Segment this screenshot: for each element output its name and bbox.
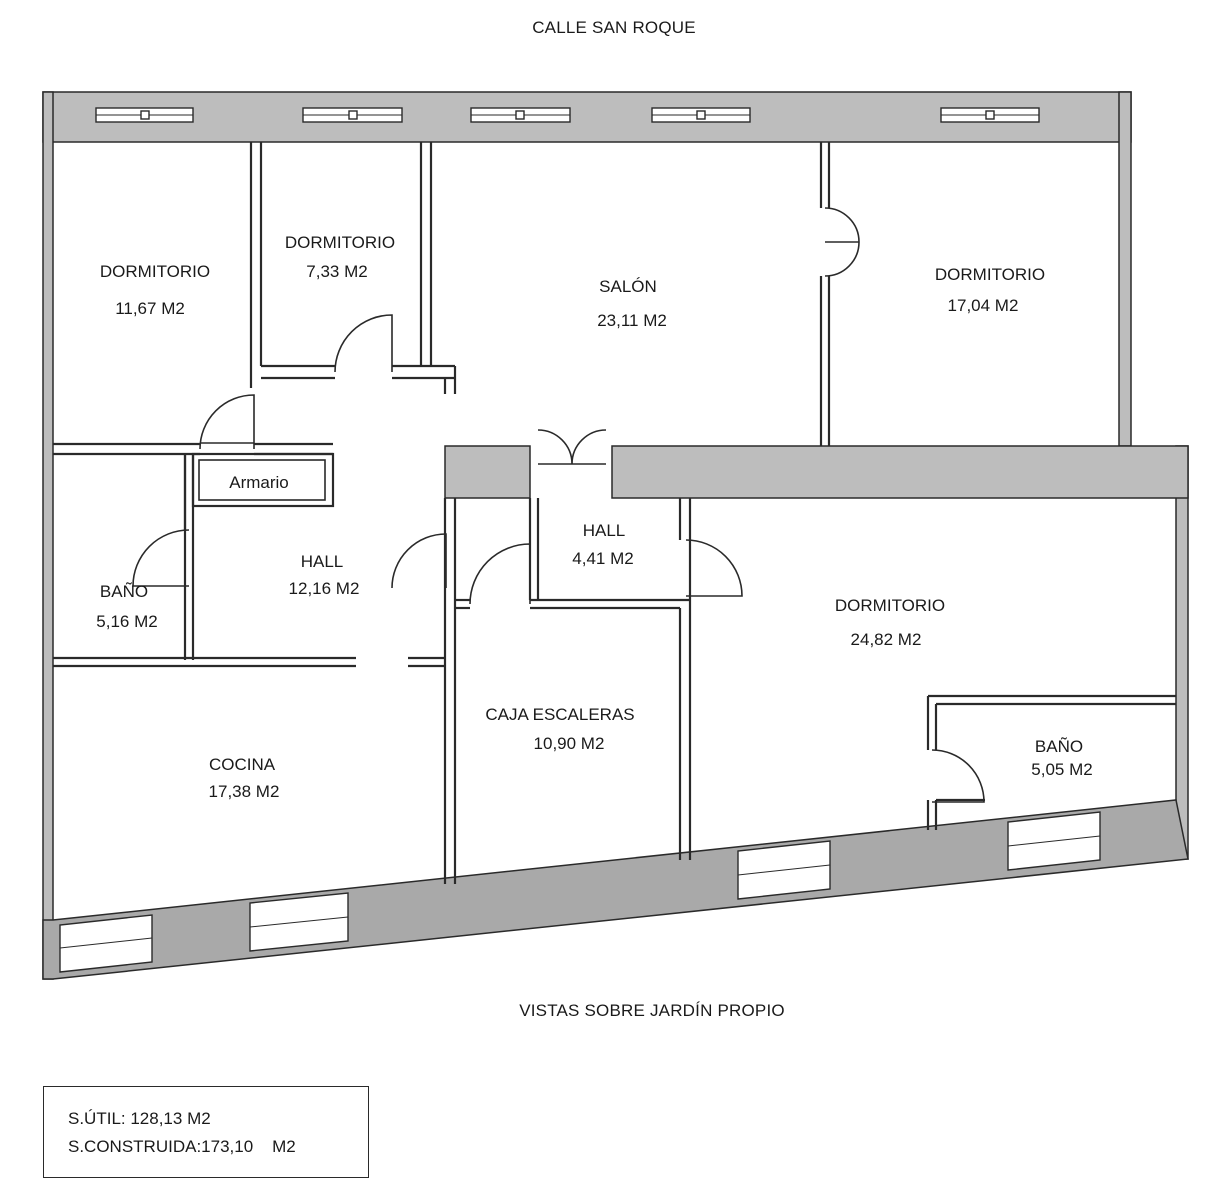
- room-area: 4,41 M2: [572, 549, 633, 568]
- room-name: HALL: [301, 552, 344, 571]
- room-area: 5,16 M2: [96, 612, 157, 631]
- door-dormitorio-left: [199, 394, 255, 450]
- room-area: 11,67 M2: [115, 299, 185, 318]
- door-dormitorio-right: [824, 207, 860, 277]
- room-name: DORMITORIO: [100, 262, 210, 281]
- door-dormitorio-large: [685, 539, 743, 597]
- room-area: 5,05 M2: [1031, 760, 1092, 779]
- street-label-top: CALLE SAN ROQUE: [532, 18, 696, 37]
- room-area: 17,04 M2: [948, 296, 1019, 315]
- room-area: 10,90 M2: [534, 734, 605, 753]
- doors: [132, 207, 985, 803]
- room-area: 23,11 M2: [597, 311, 667, 330]
- exterior-walls: [42, 91, 1189, 980]
- room-name: HALL: [583, 521, 626, 540]
- room-name: BAÑO: [1035, 737, 1083, 756]
- room-area: 24,82 M2: [851, 630, 922, 649]
- built-surface: S.CONSTRUIDA:173,10 M2: [68, 1137, 296, 1156]
- bottom-windows: [59, 811, 1101, 973]
- surface-summary-box: S.ÚTIL: 128,13 M2 S.CONSTRUIDA:173,10 M2: [43, 1086, 369, 1178]
- door-salon-double: [537, 429, 607, 465]
- room-area: 17,38 M2: [209, 782, 280, 801]
- room-name: DORMITORIO: [835, 596, 945, 615]
- door-caja-escaleras: [469, 543, 531, 605]
- door-hall-left: [391, 533, 447, 589]
- room-name: Armario: [229, 473, 289, 492]
- room-labels: DORMITORIO 11,67 M2 DORMITORIO 7,33 M2 S…: [96, 233, 1092, 801]
- top-windows: [95, 107, 1040, 123]
- room-area: 12,16 M2: [289, 579, 360, 598]
- interior-walls: [53, 142, 1176, 884]
- useful-surface: S.ÚTIL: 128,13 M2: [68, 1109, 211, 1128]
- room-name: DORMITORIO: [285, 233, 395, 252]
- room-name: SALÓN: [599, 277, 657, 296]
- room-name: BAÑO: [100, 582, 148, 601]
- door-bano-right: [931, 749, 985, 803]
- room-name: DORMITORIO: [935, 265, 1045, 284]
- room-name: CAJA ESCALERAS: [485, 705, 634, 724]
- room-name: COCINA: [209, 755, 276, 774]
- room-area: 7,33 M2: [306, 262, 367, 281]
- door-bano-left: [132, 529, 190, 587]
- door-dormitorio-small: [334, 314, 393, 373]
- street-label-bottom: VISTAS SOBRE JARDÍN PROPIO: [519, 1001, 785, 1020]
